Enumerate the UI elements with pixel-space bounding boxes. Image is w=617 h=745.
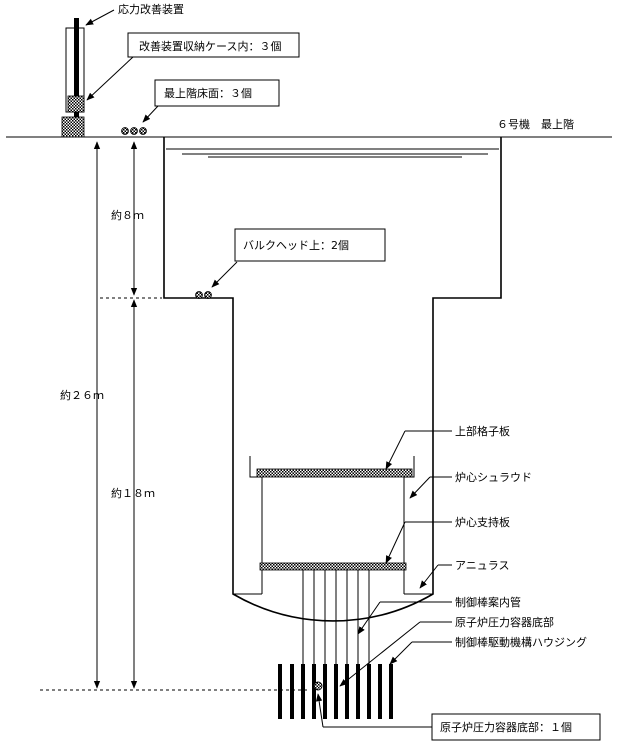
dim-18m: 約１８ｍ: [111, 486, 155, 500]
cr-guide-tube-label: 制御棒案内管: [455, 595, 521, 609]
dosimeter-bottom: [313, 681, 323, 691]
stress-device-label: 応力改善装置: [118, 2, 184, 16]
dim-26m: 約２６ｍ: [60, 388, 104, 402]
crd-housing-label: 制御棒駆動機構ハウジング: [455, 635, 587, 649]
core-support-plate: [259, 562, 407, 571]
rpv-bottom-count-label: 原子炉圧力容器底部：１個: [440, 720, 572, 734]
stress-improvement-device: [61, 18, 85, 138]
core-shroud-label: 炉心シュラウド: [455, 471, 532, 484]
dosimeters-floor: [121, 127, 147, 135]
dim-8m: 約８ｍ: [111, 208, 144, 222]
top-guide-plate: [256, 468, 413, 478]
top-floor-surface-label: 最上階床面：３個: [164, 86, 252, 100]
top-guide-label: 上部格子板: [455, 424, 510, 438]
crd-housings: [278, 664, 393, 719]
core-plate-label: 炉心支持板: [455, 515, 510, 529]
rpv-bottom-head-label: 原子炉圧力容器底部: [455, 615, 554, 629]
bulkhead-top-label: バルクヘッド上：2個: [243, 239, 349, 252]
reactor-well-outline: [163, 137, 502, 622]
annulus-label: アニュラス: [455, 559, 510, 572]
case-inside-label: 改善装置収納ケース内：３個: [139, 39, 281, 53]
dosimeters-bulkhead: [195, 291, 212, 299]
unit-floor-label: ６号機 最上階: [497, 117, 574, 131]
control-rod-guide-tubes: [302, 570, 370, 680]
